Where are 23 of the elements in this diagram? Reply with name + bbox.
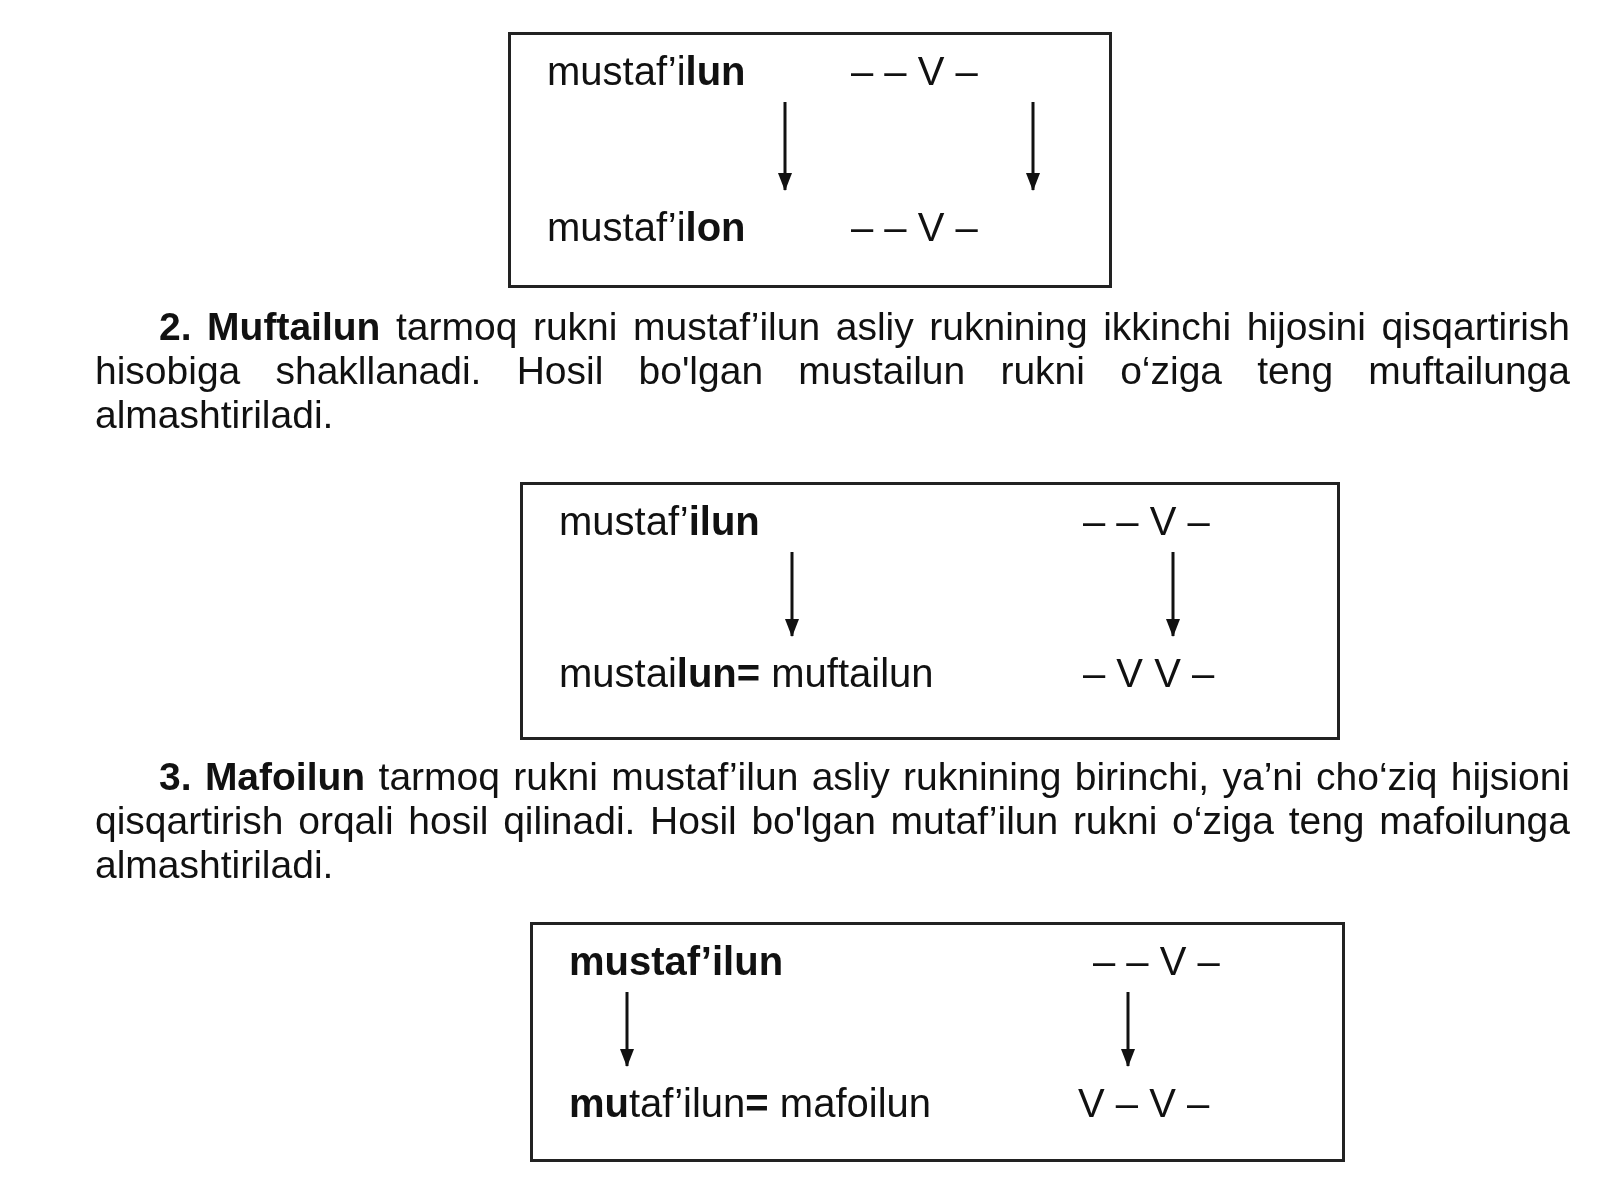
syllable-text: mutaf’ilun= mafoilun (569, 1075, 1069, 1131)
syllable-text: – – V – (1083, 493, 1293, 549)
scheme-box (508, 32, 1112, 288)
scheme-box (520, 482, 1340, 740)
syllable-text: V – V – (1078, 1075, 1288, 1131)
syllable-text: – – V – (1093, 933, 1303, 989)
syllable-text: mustailun= muftailun (559, 645, 1069, 701)
paragraph-text: 3. Mafoilun tarmoq rukni mustaf’ilun asliy ruknining birinchi, ya’ni cho‘ziq hijsioni qisqartirish orqali hosil qilinadi. Hosil bo'lgan mutaf’ilun rukni o‘ziga teng mafoilunga almashtiriladi. (95, 755, 1570, 887)
arrow (1166, 552, 1180, 637)
syllable-text: mustaf’ilun (569, 933, 869, 989)
syllable-text: – V V – (1083, 645, 1293, 701)
syllable-text: – – V – (851, 43, 1061, 99)
arrow (778, 102, 792, 191)
syllable-text: mustaf’ilon (547, 199, 847, 255)
syllable-text: mustaf’ilun (559, 493, 859, 549)
paragraph-text: 2. Muftailun tarmoq rukni mustaf’ilun asliy ruknining ikkinchi hijosini qisqartirish hisobiga shakllanadi. Hosil bo'lgan mustailun rukni o‘ziga teng muftailunga almashtiriladi. (95, 305, 1570, 437)
arrow (785, 552, 799, 637)
scheme-box (530, 922, 1345, 1162)
arrow (1026, 102, 1040, 191)
arrow (620, 992, 634, 1067)
syllable-text: mustaf’ilun (547, 43, 847, 99)
arrow (1121, 992, 1135, 1067)
syllable-text: – – V – (851, 199, 1061, 255)
